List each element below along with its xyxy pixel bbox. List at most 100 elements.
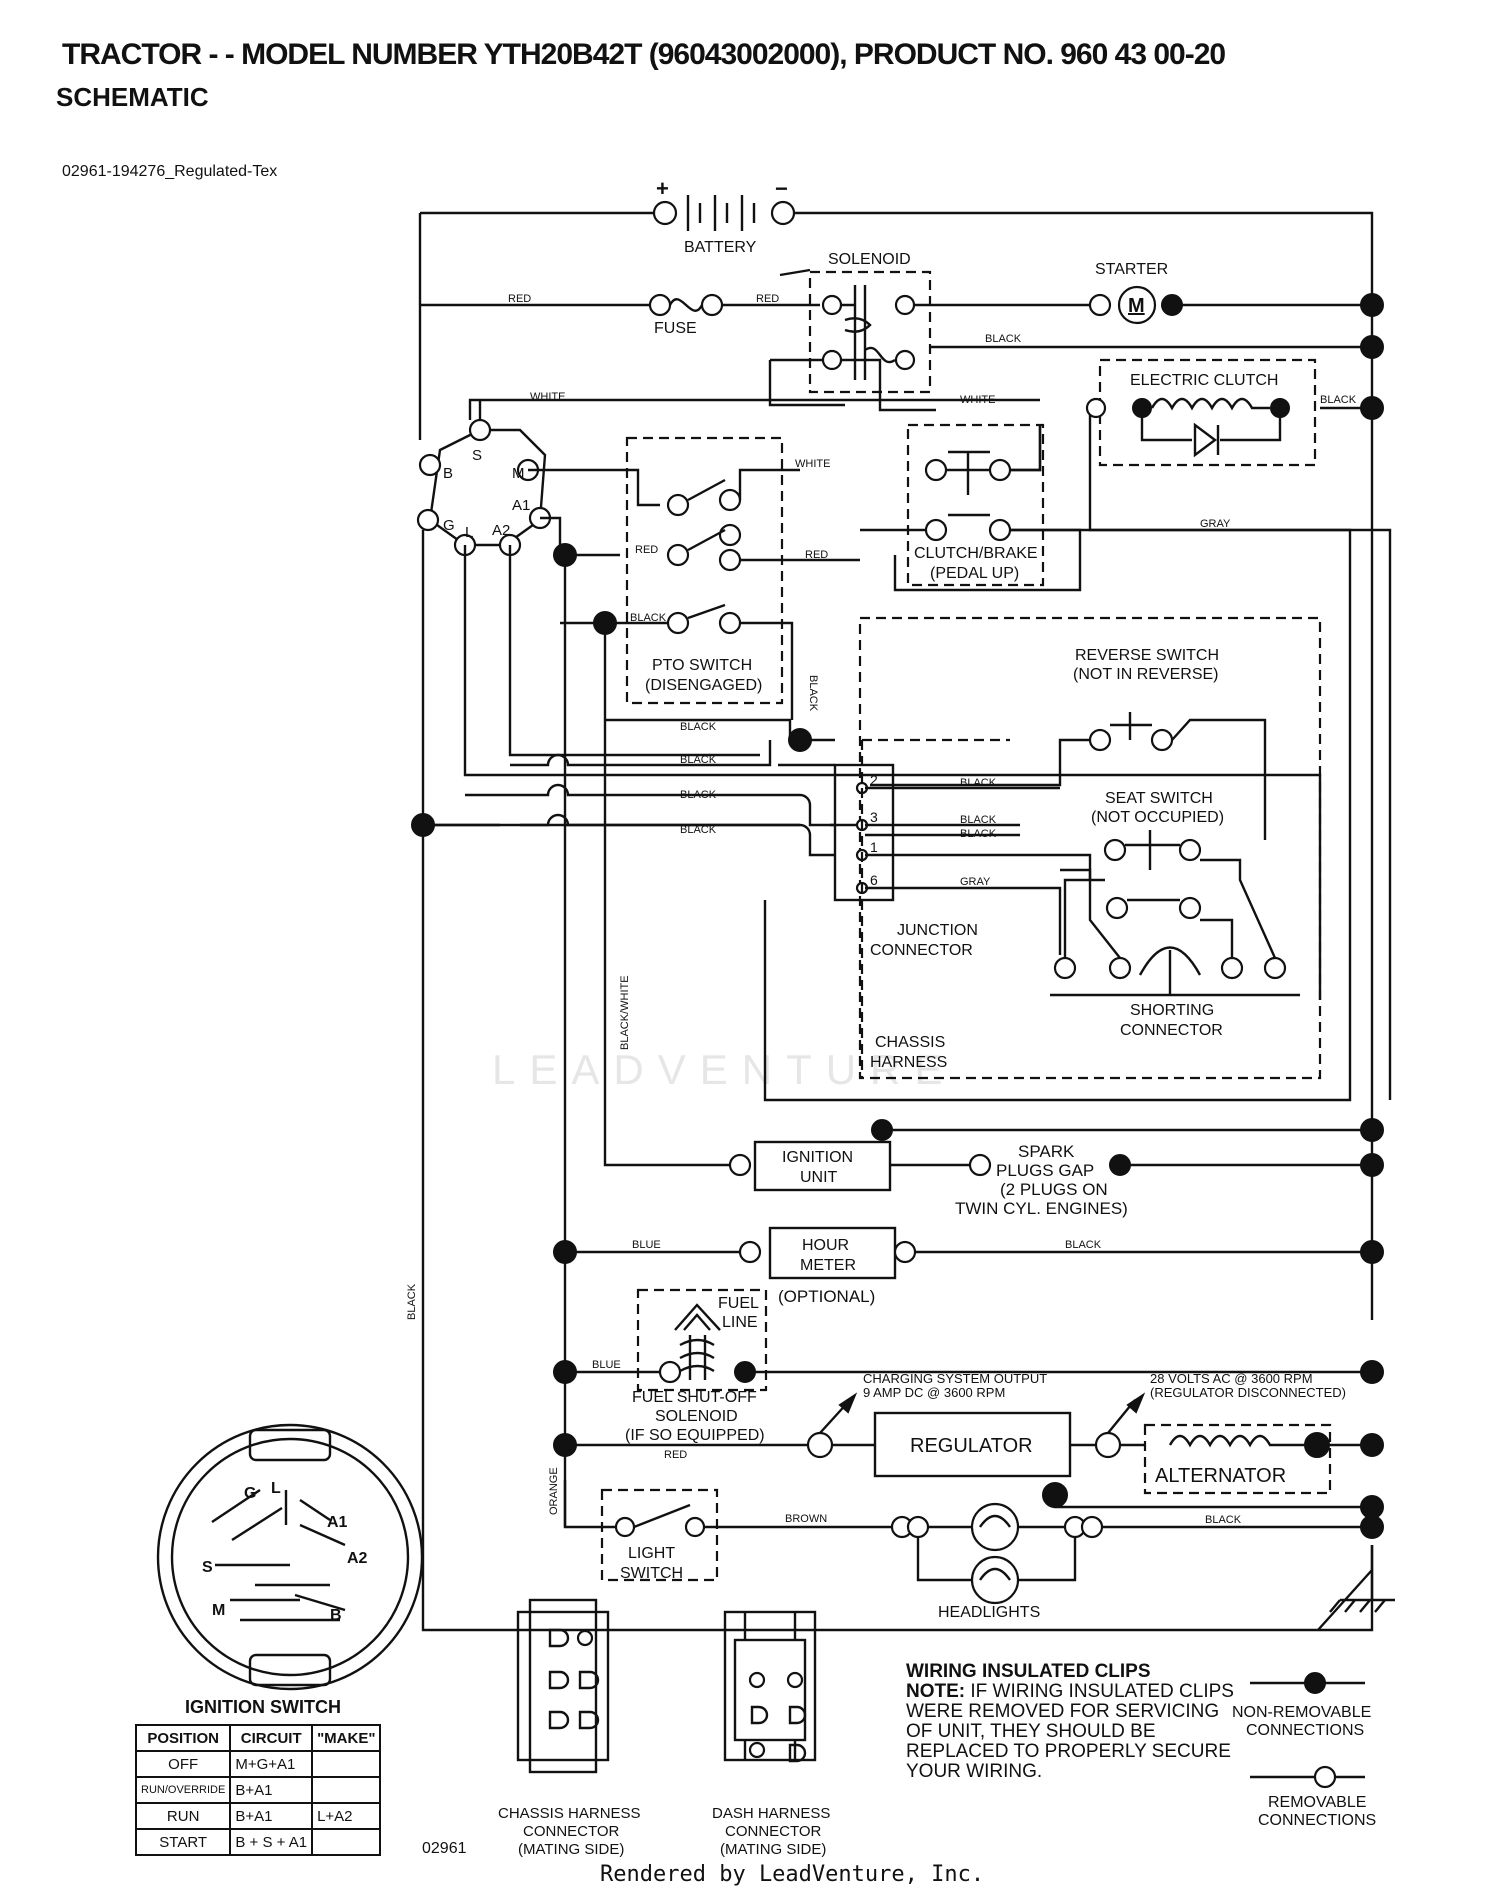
starter-label: STARTER xyxy=(1095,261,1168,278)
table-row: RUN B+A1 L+A2 xyxy=(134,1802,382,1830)
table-cell: M+G+A1 xyxy=(229,1750,314,1778)
charging-system: REGULATOR ALTERNATOR CHARGING SYSTEM OUT… xyxy=(565,1371,1372,1509)
ac-output-label: 28 VOLTS AC @ 3600 RPM xyxy=(1150,1371,1313,1386)
battery-positive-label: + xyxy=(656,176,669,201)
light-switch-label: LIGHT xyxy=(628,1545,675,1562)
junction-pin-3: 3 xyxy=(870,809,878,825)
spark-plugs-label: SPARK xyxy=(1018,1142,1075,1161)
electric-clutch: ELECTRIC CLUTCH BLACK WHITE xyxy=(960,358,1357,467)
column-header: POSITION xyxy=(134,1724,232,1752)
fuel-shutoff-solenoid: FUEL LINE FUEL SHUT-OFF SOLENOID (IF SO … xyxy=(565,1288,1372,1444)
spark-plugs-label-4: TWIN CYL. ENGINES) xyxy=(955,1199,1128,1218)
legend: NON-REMOVABLE CONNECTIONS REMOVABLE CONN… xyxy=(1232,1672,1376,1829)
optional-label: (OPTIONAL) xyxy=(778,1287,875,1306)
shorting-connector-label: SHORTING xyxy=(1130,1002,1214,1019)
solenoid-label: SOLENOID xyxy=(828,251,911,268)
battery-negative-label: − xyxy=(775,176,788,201)
starter-motor: M STARTER BLACK xyxy=(985,261,1183,345)
shorting-connector-label-2: CONNECTOR xyxy=(1120,1022,1223,1039)
pto-switch: PTO SWITCH (DISENGAGED) WHITE RED RED BL… xyxy=(560,436,860,720)
clutch-brake-state-label: (PEDAL UP) xyxy=(930,565,1019,582)
plug-letter-a2: A2 xyxy=(347,1550,368,1567)
note-heading: WIRING INSULATED CLIPS xyxy=(906,1661,1151,1682)
wiring-clips-note: WIRING INSULATED CLIPS NOTE: IF WIRING I… xyxy=(906,1662,1236,1782)
page-subtitle: SCHEMATIC xyxy=(56,82,209,112)
note-prefix: NOTE: xyxy=(906,1681,966,1702)
charging-output-label: CHARGING SYSTEM OUTPUT xyxy=(863,1371,1047,1386)
alternator-label: ALTERNATOR xyxy=(1155,1465,1286,1487)
junction-pin-6: 6 xyxy=(870,872,878,888)
dash-harness-connector: DASH HARNESS CONNECTOR (MATING SIDE) 029… xyxy=(422,1610,830,1858)
wire-label-black: BLACK xyxy=(680,824,717,836)
solenoid: SOLENOID xyxy=(768,251,932,407)
dash-connector-label-2: CONNECTOR xyxy=(725,1823,822,1840)
table-cell: START xyxy=(134,1828,232,1856)
wire-label-white: WHITE xyxy=(795,458,830,470)
chassis-connector-label-2: CONNECTOR xyxy=(523,1823,620,1840)
terminal-m-label: M xyxy=(512,465,525,482)
table-cell: RUN/OVERRIDE xyxy=(134,1776,232,1804)
reverse-seat-switch-assembly: REVERSE SWITCH (NOT IN REVERSE) SEAT SWI… xyxy=(858,616,1322,1080)
connection-dots xyxy=(411,293,1384,1539)
lighting-circuit: LIGHT SWITCH HEADLIGHTS BROWN BLACK ORAN… xyxy=(548,1467,1372,1621)
light-switch-label-2: SWITCH xyxy=(620,1565,683,1582)
wire-label-gray: GRAY xyxy=(1200,518,1231,530)
chassis-harness-connector: CHASSIS HARNESS CONNECTOR (MATING SIDE) xyxy=(498,1598,641,1858)
bus-wires: BLACK xyxy=(406,555,567,1527)
wire-label-blue: BLUE xyxy=(632,1239,661,1251)
wire-label-brown: BROWN xyxy=(785,1513,827,1525)
wire-label-black-white: BLACK/WHITE xyxy=(619,975,631,1050)
wire-label-black: BLACK xyxy=(960,814,997,826)
spark-plugs-label-3: (2 PLUGS ON xyxy=(1000,1180,1108,1199)
battery: + − BATTERY xyxy=(652,176,796,256)
ignition-unit-label: IGNITION xyxy=(782,1149,853,1166)
clutch-brake-switch: CLUTCH/BRAKE (PEDAL UP) GRAY xyxy=(860,423,1392,1100)
ignition-unit: IGNITION UNIT SPARK PLUGS GAP (2 PLUGS O… xyxy=(728,1119,1372,1218)
reverse-switch-state-label: (NOT IN REVERSE) xyxy=(1073,666,1219,683)
fuel-solenoid-label: FUEL SHUT-OFF xyxy=(632,1389,757,1406)
wire-label-black: BLACK xyxy=(985,333,1022,345)
ignition-switch-plug: G L A1 A2 S M B xyxy=(156,1423,424,1691)
table-cell xyxy=(311,1776,382,1804)
fuse: FUSE RED RED xyxy=(508,293,779,337)
terminal-a1-label: A1 xyxy=(512,497,530,514)
note-text: IF WIRING INSULATED CLIPS WERE REMOVED F… xyxy=(906,1681,1234,1782)
wire-label-black: BLACK xyxy=(960,828,997,840)
table-header-row: POSITION CIRCUIT "MAKE" xyxy=(134,1724,382,1752)
fuel-solenoid-label-2: SOLENOID xyxy=(655,1408,738,1425)
terminal-l-label: L xyxy=(465,524,473,541)
pto-switch-label: PTO SWITCH xyxy=(652,657,752,674)
wire-label-gray: GRAY xyxy=(960,876,991,888)
wire-label-red: RED xyxy=(508,293,531,305)
starter-m-label: M xyxy=(1128,295,1145,317)
plug-letter-b: B xyxy=(330,1607,342,1624)
ac-output-label-2: (REGULATOR DISCONNECTED) xyxy=(1150,1385,1346,1400)
wire-label-red: RED xyxy=(756,293,779,305)
battery-label: BATTERY xyxy=(684,239,757,256)
clutch-brake-label: CLUTCH/BRAKE xyxy=(914,545,1038,562)
wire-label-black: BLACK xyxy=(807,675,819,712)
plug-letter-a1: A1 xyxy=(327,1514,348,1531)
table-cell: RUN xyxy=(134,1802,232,1830)
frame-wires xyxy=(418,211,1374,1632)
legend-non-removable-label: NON-REMOVABLE xyxy=(1232,1704,1371,1721)
table-cell: B+A1 xyxy=(229,1776,314,1804)
spark-plugs-label-2: PLUGS GAP xyxy=(996,1161,1094,1180)
table-row: RUN/OVERRIDE B+A1 xyxy=(134,1776,382,1804)
dash-connector-label: DASH HARNESS xyxy=(712,1805,830,1822)
table-cell: L+A2 xyxy=(311,1802,382,1830)
seat-switch-state-label: (NOT OCCUPIED) xyxy=(1091,809,1224,826)
dash-connector-label-3: (MATING SIDE) xyxy=(720,1841,826,1858)
pto-switch-state-label: (DISENGAGED) xyxy=(645,677,762,694)
terminal-g-label: G xyxy=(443,517,455,534)
page-title: TRACTOR - - MODEL NUMBER YTH20B42T (9604… xyxy=(62,38,1226,71)
terminal-s-label: S xyxy=(472,447,482,464)
wire-label-black: BLACK xyxy=(680,721,717,733)
junction-pin-1: 1 xyxy=(870,839,878,855)
junction-connector-label: JUNCTION xyxy=(897,922,978,939)
junction-connector: 2 3 1 6 BLACK BLACK BLACK GRAY JUNCTION … xyxy=(763,738,1092,1102)
ignition-unit-label-2: UNIT xyxy=(800,1169,838,1186)
hour-meter-label: HOUR xyxy=(802,1237,849,1254)
drawing-code: 02961 xyxy=(422,1840,467,1857)
seat-switch-label: SEAT SWITCH xyxy=(1105,790,1213,807)
